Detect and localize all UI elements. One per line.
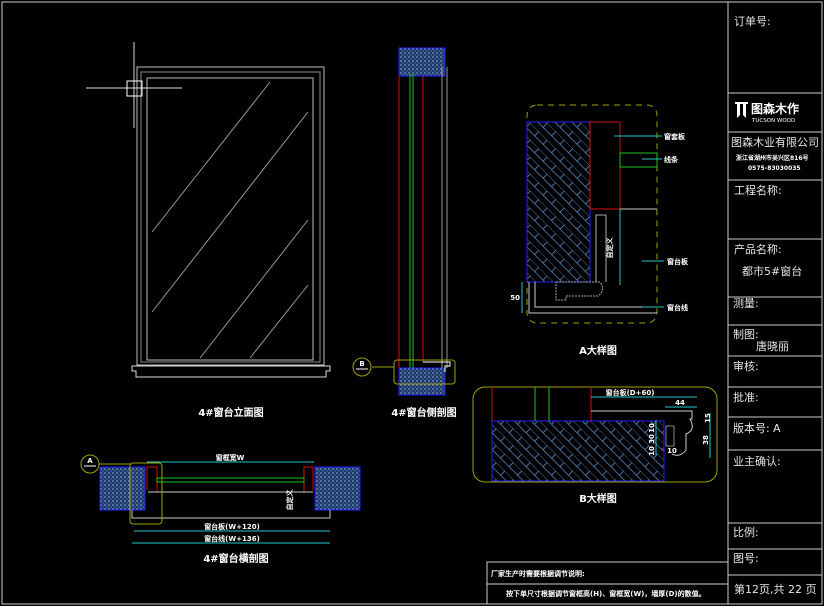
- scale-label: 比例:: [733, 525, 759, 539]
- drafter-label: 制图:: [733, 328, 759, 341]
- cross-section-title: 4#窗台横剖图: [203, 552, 268, 565]
- detail-a-view: 窗套板 线条 窗台板 窗台线 50 自定义 A大样图: [510, 104, 689, 357]
- company-phone: 0575-83030035: [748, 165, 801, 172]
- review-label: 审核:: [733, 359, 759, 373]
- version-label: 版本号:: [733, 421, 770, 435]
- label-sill-board-depth: 窗台板(D+60): [606, 388, 655, 397]
- elevation-title: 4#窗台立面图: [198, 406, 263, 419]
- side-section-title: 4#窗台侧剖图: [391, 406, 456, 419]
- marker-a-label: A: [87, 457, 93, 465]
- marker-b-label: B: [359, 360, 364, 368]
- detail-b-view: 窗台板(D+60) 44 15 10 30 10 10 38 B大样图: [472, 386, 718, 505]
- project-label: 工程名称:: [734, 183, 782, 197]
- dim-15: 15: [704, 413, 712, 423]
- detail-marker-a: [80, 454, 100, 474]
- label-sill-line: 窗台线: [667, 303, 688, 312]
- drawing-no-label: 图号:: [733, 552, 759, 565]
- dim-custom: 自定义: [605, 237, 614, 259]
- measure-label: 测量:: [733, 297, 759, 310]
- drafter-value: 唐晓丽: [756, 339, 789, 353]
- dim-10-bottom: 10: [648, 446, 656, 456]
- dim-50: 50: [510, 294, 520, 302]
- label-sill-board-width: 窗台板(W+120): [204, 522, 260, 531]
- label-molding: 线条: [664, 155, 679, 164]
- label-sill-line-width: 窗台线(W+136): [204, 534, 260, 543]
- notes-heading: 厂家生产时需要根据调节说明:: [491, 569, 585, 578]
- dim-38: 38: [702, 435, 710, 445]
- detail-marker-b: [352, 357, 372, 377]
- order-no-label: 订单号:: [734, 15, 771, 28]
- product-value: 都市5#窗台: [742, 264, 802, 278]
- company-address: 浙江省湖州市吴兴区816号: [736, 154, 809, 162]
- cross-section-view: A 窗框宽W 自定义 窗台板(W+120) 窗台线(W+136) 4#窗台横剖图: [80, 453, 361, 565]
- title-block: 订单号: 图森木作 TUCSON WOOD 图森木业有限公司 浙江省湖州市吴兴区…: [727, 1, 823, 605]
- company-name: 图森木业有限公司: [731, 135, 819, 149]
- label-casing-board: 窗套板: [664, 132, 686, 141]
- detail-a-title: A大样图: [579, 344, 617, 357]
- version-value: A: [773, 422, 781, 435]
- logo-icon: [735, 102, 748, 118]
- owner-confirm-label: 业主确认:: [733, 455, 781, 468]
- logo: 图森木作 TUCSON WOOD: [735, 101, 799, 124]
- notes-line: 按下单尺寸根据调节窗框高(H)、窗框宽(W)，墙厚(D)的数值。: [506, 589, 706, 598]
- logo-text: 图森木作: [751, 101, 799, 116]
- notes-box: 厂家生产时需要根据调节说明: 按下单尺寸根据调节窗框高(H)、窗框宽(W)，墙厚…: [486, 561, 729, 605]
- dim-30: 30: [648, 434, 656, 444]
- label-custom: 自定义: [285, 489, 294, 511]
- product-label: 产品名称:: [734, 242, 782, 256]
- detail-b-title: B大样图: [579, 492, 617, 505]
- dim-10-top: 10: [648, 423, 656, 433]
- logo-subtext: TUCSON WOOD: [751, 118, 795, 124]
- label-frame-width: 窗框宽W: [216, 453, 245, 462]
- page-info: 第12页,共 22 页: [734, 582, 816, 596]
- label-sill-board: 窗台板: [667, 257, 689, 266]
- dim-10-side: 10: [667, 447, 677, 455]
- elevation-view: 4#窗台立面图: [86, 42, 331, 419]
- dim-44: 44: [675, 399, 685, 407]
- approve-label: 批准:: [733, 390, 759, 404]
- side-section-view: B 4#窗台侧剖图: [352, 47, 457, 419]
